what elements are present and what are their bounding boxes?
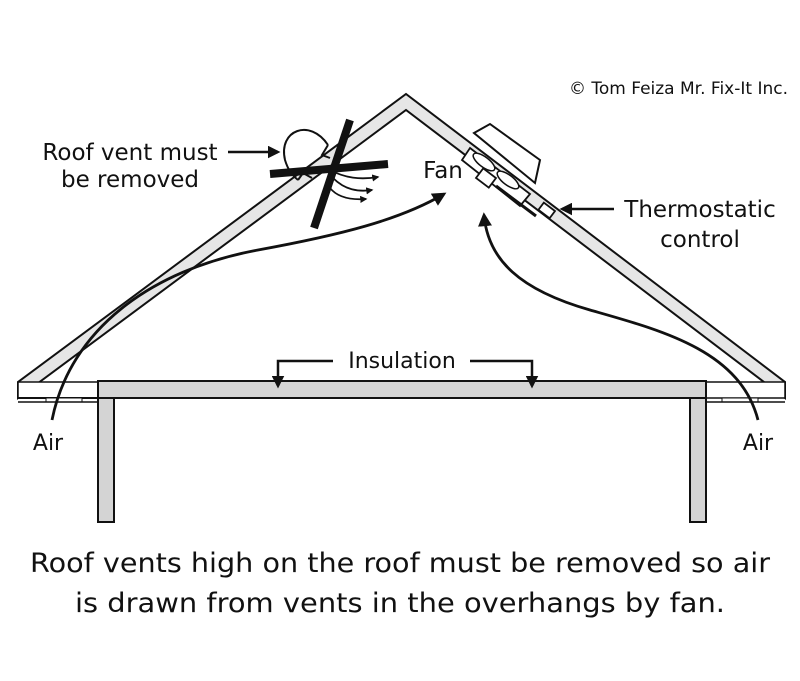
fan-blade-2 xyxy=(496,170,520,190)
caption-line1: Roof vents high on the roof must be remo… xyxy=(30,548,771,579)
air-label-left: Air xyxy=(33,431,64,456)
caption-line2: is drawn from vents in the overhangs by … xyxy=(75,588,725,619)
fan-motor xyxy=(474,167,498,189)
attic-fan xyxy=(460,122,542,218)
wall-right xyxy=(689,397,707,523)
insulation-pointer-left xyxy=(271,359,333,389)
airflow-arrow-right xyxy=(478,212,760,421)
fan-label: Fan xyxy=(423,158,463,184)
thermostat-label-line1: Thermostatic xyxy=(623,197,775,223)
airflow-arrow-left xyxy=(50,192,447,421)
vent-airflow-arrow-2 xyxy=(332,177,374,195)
air-label-right: Air xyxy=(743,431,774,456)
insulation-pointer-right xyxy=(470,359,539,389)
roof-vent-label-line2: be removed xyxy=(61,167,199,193)
thermostat-label-line2: control xyxy=(660,227,740,253)
thermostat-box xyxy=(537,201,557,220)
vent-airflow-arrow-3 xyxy=(329,187,368,204)
fan-bracket xyxy=(495,184,537,218)
ceiling-insulation-layer xyxy=(97,380,707,399)
fan-hood xyxy=(472,122,542,185)
copyright-text: © Tom Feiza Mr. Fix-It Inc. xyxy=(569,79,788,99)
wall-left xyxy=(97,397,115,523)
roof-vent-label-line1: Roof vent must xyxy=(42,140,217,166)
insulation-label: Insulation xyxy=(348,349,456,374)
cross-out-mark xyxy=(269,118,389,230)
fan-blade-1 xyxy=(472,152,496,172)
